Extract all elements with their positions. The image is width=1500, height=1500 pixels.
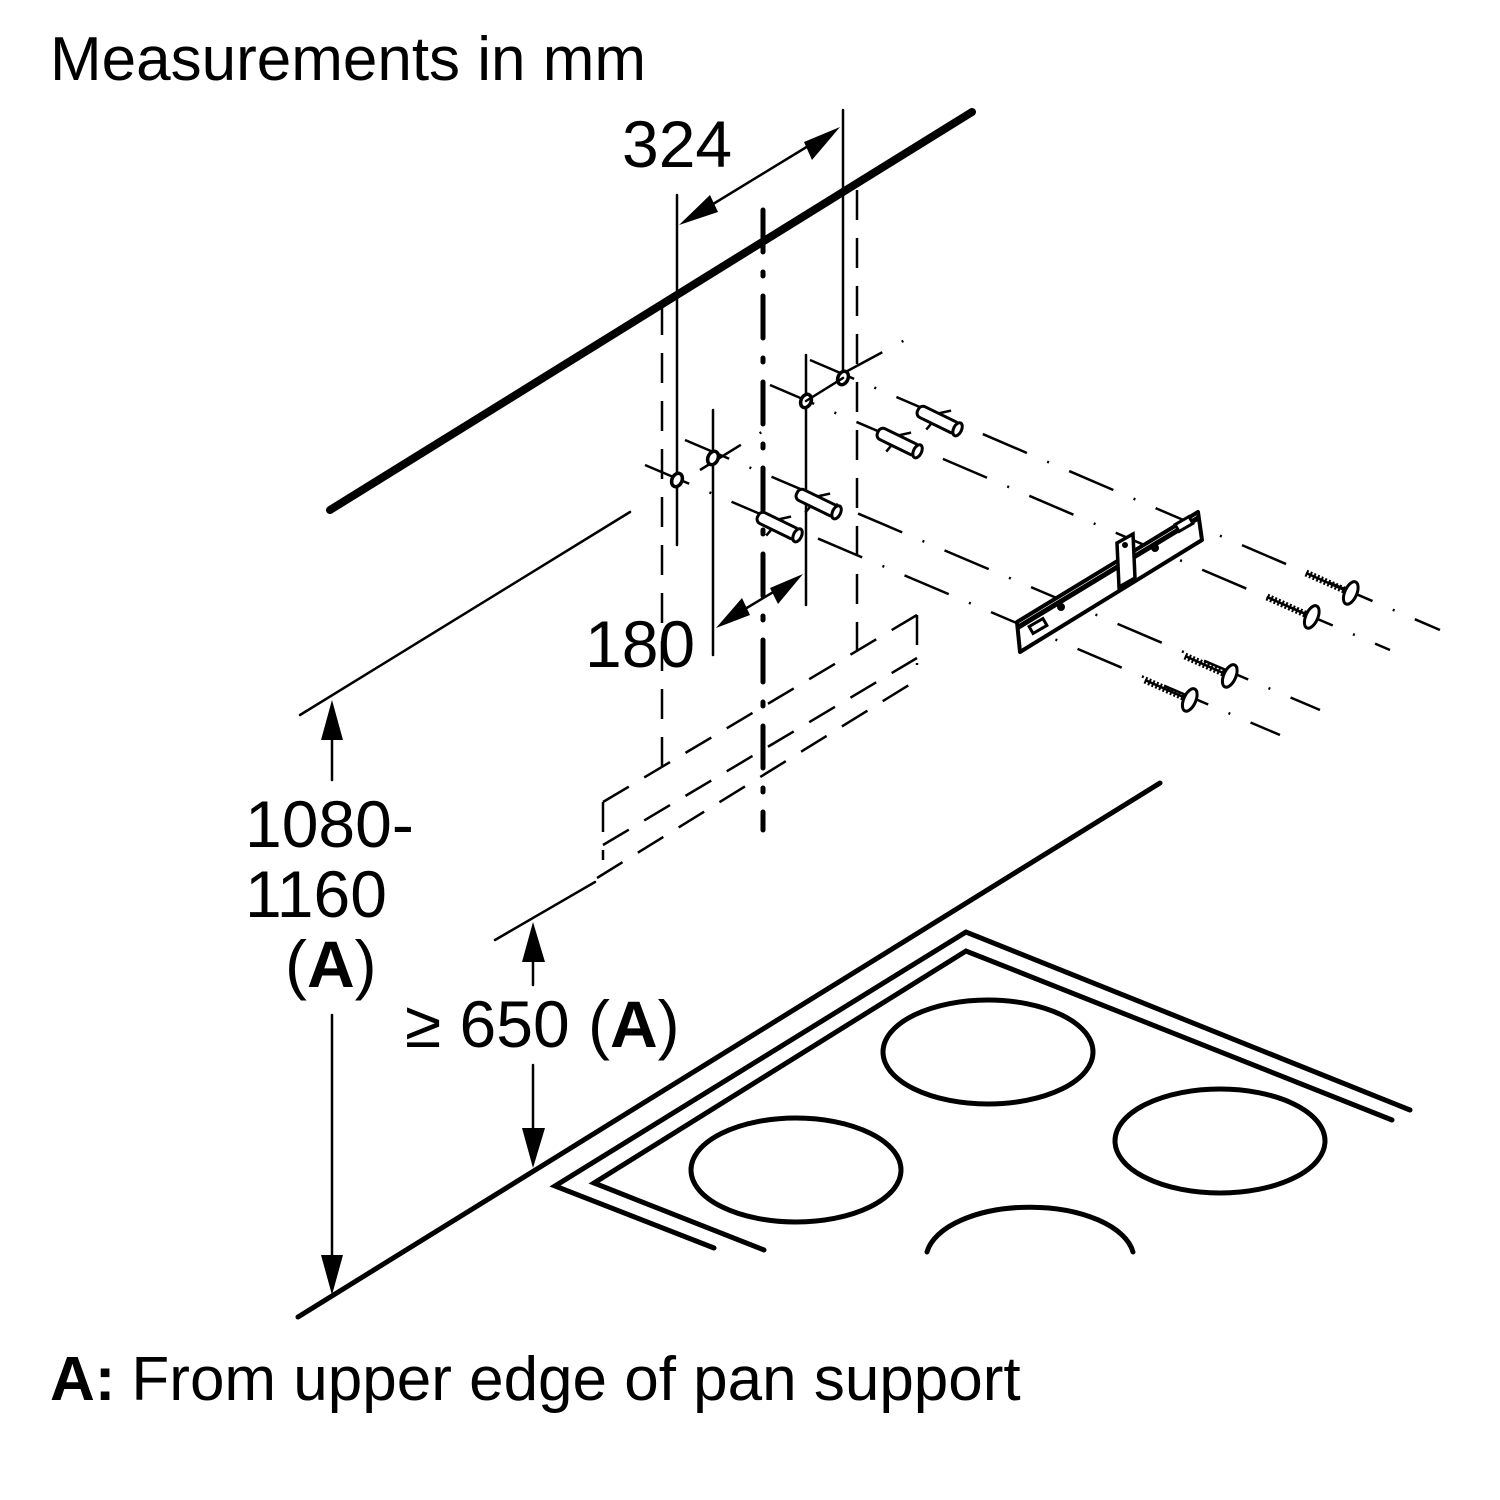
dim-1080-1160-arrow bbox=[321, 700, 343, 1295]
screw-icon bbox=[1304, 569, 1360, 606]
dim-1080-1160-label-line2: 1160 bbox=[245, 857, 387, 931]
screw-icon bbox=[1143, 676, 1199, 713]
mounting-bracket-icon bbox=[1015, 510, 1204, 654]
dim-324-arrow bbox=[679, 127, 840, 225]
wall-plug-icon bbox=[755, 510, 804, 544]
drill-axis-1 bbox=[644, 463, 1281, 737]
dim-650-arrow bbox=[522, 922, 545, 1168]
dim-180-arrow bbox=[716, 574, 803, 628]
wall-plug-icon bbox=[915, 404, 964, 438]
dim-1080-1160-label-line1: 1080- bbox=[245, 787, 414, 861]
dim-1080-1160-label-ref: (A) bbox=[285, 927, 377, 1001]
drill-hole bbox=[669, 471, 685, 489]
hood-outline-dashed bbox=[596, 613, 919, 880]
hood-bottom-reference-line bbox=[298, 510, 632, 717]
wall-plug-icon bbox=[794, 487, 843, 521]
hob-burner-back-right bbox=[1112, 1086, 1328, 1196]
worktop-edge bbox=[295, 780, 1163, 1320]
screw-icon bbox=[1265, 593, 1321, 630]
hob-burner-front-right bbox=[924, 1204, 1136, 1255]
drill-axis-cross-1 bbox=[839, 338, 906, 377]
hob-burner-front-left bbox=[688, 1115, 904, 1225]
dim-324-label: 324 bbox=[622, 107, 732, 181]
hob-burner-back-left bbox=[880, 997, 1096, 1107]
drill-hole-connector bbox=[804, 376, 845, 403]
footnote: A:From upper edge of pan support bbox=[50, 1345, 1021, 1414]
hood-lower-reference-line bbox=[493, 880, 597, 942]
drill-hole bbox=[705, 449, 721, 467]
screw-icon bbox=[1183, 652, 1239, 689]
drill-axis-2 bbox=[684, 438, 1321, 712]
dim-650-label: ≥ 650 (A) bbox=[405, 987, 680, 1061]
dim-180-label: 180 bbox=[585, 607, 695, 681]
wall-plug-icon bbox=[875, 426, 924, 460]
ceiling-edge-line bbox=[326, 108, 976, 514]
drill-axis-3 bbox=[769, 383, 1391, 652]
hob-outline bbox=[549, 929, 1413, 1253]
title-measurements: Measurements in mm bbox=[50, 25, 646, 94]
